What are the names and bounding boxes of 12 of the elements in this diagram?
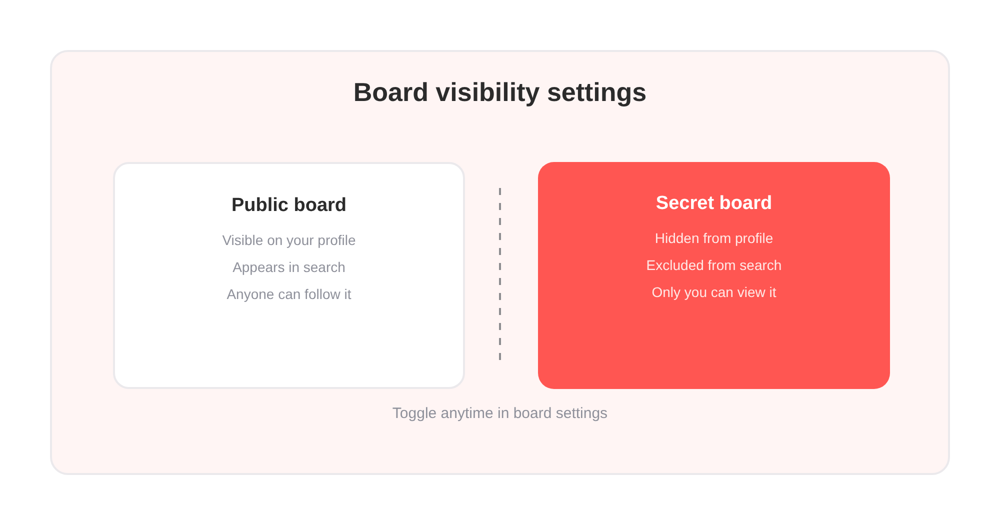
- feature-text: Appears in search: [232, 258, 346, 277]
- feature-text: Only you can view it: [652, 283, 776, 302]
- card: [538, 162, 890, 389]
- card-heading: Public board: [231, 194, 347, 218]
- feature-text: Excluded from search: [646, 256, 782, 275]
- feature-text: Anyone can follow it: [226, 285, 352, 304]
- footnote: Toggle anytime in board settings: [392, 404, 608, 424]
- panel: [50, 50, 950, 475]
- feature-text: Visible on your profile: [222, 231, 356, 250]
- panel-title: Board visibility settings: [353, 76, 647, 109]
- card-heading: Secret board: [656, 192, 772, 216]
- feature-text: Hidden from profile: [654, 229, 774, 248]
